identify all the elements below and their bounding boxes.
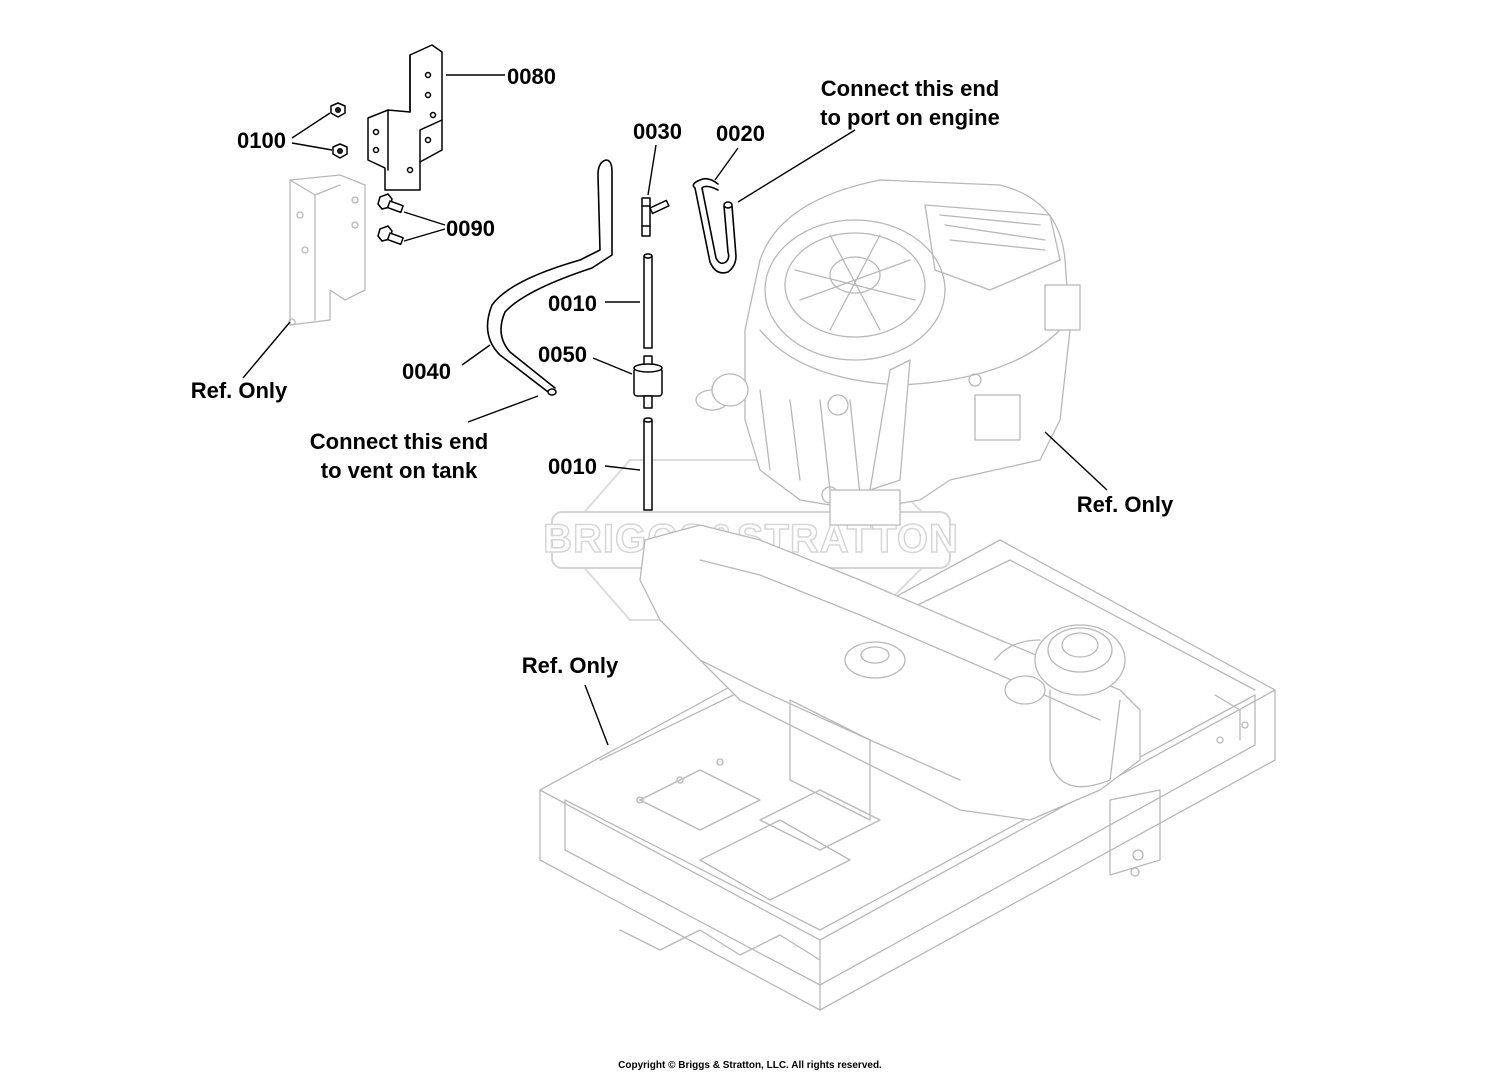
callout-0080: 0080 xyxy=(507,64,556,89)
part-0100-nuts xyxy=(330,102,348,159)
part-0050-filter xyxy=(633,355,663,409)
note-tank-vent-line1: Connect this end xyxy=(310,429,488,454)
mounting-bracket-reference-drawing xyxy=(288,174,366,326)
leader-lines xyxy=(242,74,1108,746)
callout-0040: 0040 xyxy=(402,359,451,384)
callout-0050: 0050 xyxy=(538,342,587,367)
note-ref-only-bracket: Ref. Only xyxy=(191,378,288,403)
part-0020-u-tube xyxy=(692,177,737,274)
note-tank-vent-line2: to vent on tank xyxy=(321,458,478,483)
callout-0090: 0090 xyxy=(446,216,495,241)
callout-labels: 0080 0100 0090 0030 0020 0010 0050 0040 … xyxy=(237,64,765,479)
part-0010-lower-hose xyxy=(643,417,653,511)
part-0010-upper-hose xyxy=(643,253,653,349)
callout-0030: 0030 xyxy=(633,119,682,144)
part-0080-bracket xyxy=(367,44,443,191)
note-ref-only-engine: Ref. Only xyxy=(1077,492,1174,517)
fuel-tank-reference-drawing xyxy=(639,524,1141,821)
callout-0100: 0100 xyxy=(237,128,286,153)
note-ref-only-frame: Ref. Only xyxy=(522,653,619,678)
note-engine-port-line1: Connect this end xyxy=(821,76,999,101)
part-0040-vent-tube xyxy=(486,159,613,396)
callout-0010-upper: 0010 xyxy=(548,291,597,316)
callout-0010-lower: 0010 xyxy=(548,454,597,479)
callout-0020: 0020 xyxy=(716,121,765,146)
note-engine-port-line2: to port on engine xyxy=(820,105,1000,130)
part-0090-bolts xyxy=(377,193,404,246)
engine-reference-drawing xyxy=(695,179,1081,526)
copyright-notice: Copyright © Briggs & Stratton, LLC. All … xyxy=(618,1060,882,1071)
part-0030-tee-fitting xyxy=(641,197,670,237)
note-labels: Connect this end to port on engine Conne… xyxy=(191,76,1174,678)
